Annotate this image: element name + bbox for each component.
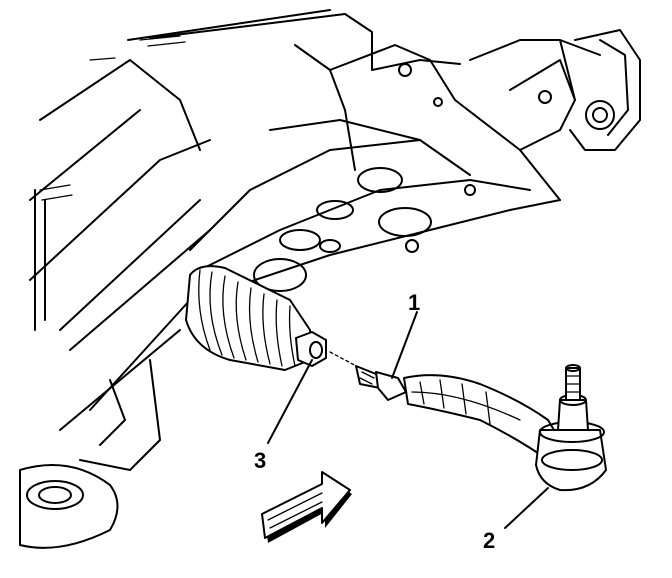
body-panel [29,35,211,471]
jam-nut-assembly [329,351,407,401]
steering-boot [185,265,327,371]
direction-arrow-icon [261,471,352,543]
callout-1: 1 [408,290,420,315]
lower-mount [19,464,119,549]
frame-crossmember [127,9,641,292]
leader-line-3 [267,359,313,444]
callout-3: 3 [254,448,266,473]
callout-2: 2 [483,528,495,553]
leader-line-1 [391,311,418,379]
leader-line-2 [504,487,549,529]
callout-leaders [267,311,549,529]
outer-tie-rod-end [403,364,607,492]
